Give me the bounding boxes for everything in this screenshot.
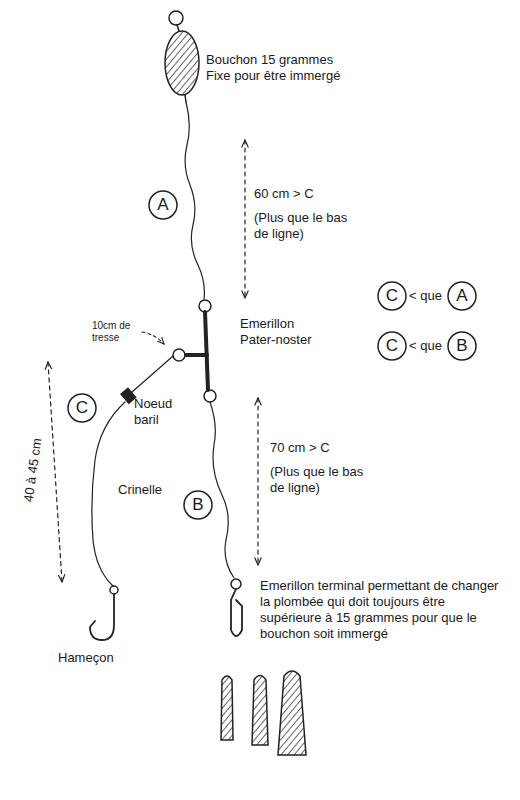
circled-letter: C [377, 281, 407, 311]
swivel-body [205, 312, 208, 390]
circled-letter: C [67, 393, 97, 423]
circle-outline [378, 282, 406, 310]
float-body [165, 31, 199, 95]
annotation: < que [409, 338, 449, 354]
circle-outline [448, 332, 476, 360]
annotation: Emerillon terminal permettant de changer… [260, 578, 508, 642]
annotation: Bouchon 15 grammes Fixe pour être immerg… [206, 52, 346, 84]
dimension-arrow [142, 332, 164, 344]
part-letter: C [377, 287, 407, 305]
hook-eye [110, 586, 118, 594]
annotation: (Plus que le bas de ligne) [254, 210, 354, 242]
annotation: 70 cm > C [270, 440, 380, 456]
swivel-ring [204, 390, 216, 402]
float-stem [177, 25, 179, 31]
circled-letter: B [447, 331, 477, 361]
line-section-a [185, 102, 204, 299]
float-stem [185, 95, 186, 102]
braid [132, 356, 173, 392]
circle-outline [68, 394, 96, 422]
dimension-arrow [244, 140, 245, 298]
swivel-arm [186, 353, 207, 357]
terminal-swivel-ring [231, 579, 241, 589]
circle-outline [378, 332, 406, 360]
annotation: Crinelle [118, 482, 188, 498]
circle-outline [184, 491, 212, 519]
annotation: < que [409, 288, 449, 304]
annotation: Emerillon Pater-noster [240, 316, 325, 348]
annotation: Hameçon [58, 650, 138, 666]
annotation: 10cm de tresse [92, 320, 144, 344]
swivel-ring [173, 349, 185, 361]
circle-outline [448, 282, 476, 310]
terminal-snap [231, 589, 242, 636]
annotation: (Plus que le bas de ligne) [270, 464, 370, 496]
sinker [252, 676, 268, 746]
annotation: 60 cm > C [254, 186, 364, 202]
circled-letter: B [183, 490, 213, 520]
circled-letter: A [148, 190, 178, 220]
part-letter: B [183, 496, 213, 514]
circled-letter: C [377, 331, 407, 361]
sinker [278, 671, 306, 755]
part-letter: B [447, 337, 477, 355]
dimension-arrow [257, 398, 258, 565]
barrel-knot [121, 388, 136, 403]
circle-outline [149, 191, 177, 219]
line-section-b [210, 402, 234, 578]
sinker [221, 676, 233, 740]
hook [90, 594, 114, 640]
float-ring [169, 11, 183, 25]
part-letter: C [377, 337, 407, 355]
annotation: 40 à 45 cm [20, 429, 47, 510]
annotation: Noeud baril [134, 396, 184, 428]
part-letter: A [447, 287, 477, 305]
part-letter: A [148, 196, 178, 214]
part-letter: C [67, 399, 97, 417]
dimension-arrow [48, 362, 62, 582]
circled-letter: A [447, 281, 477, 311]
